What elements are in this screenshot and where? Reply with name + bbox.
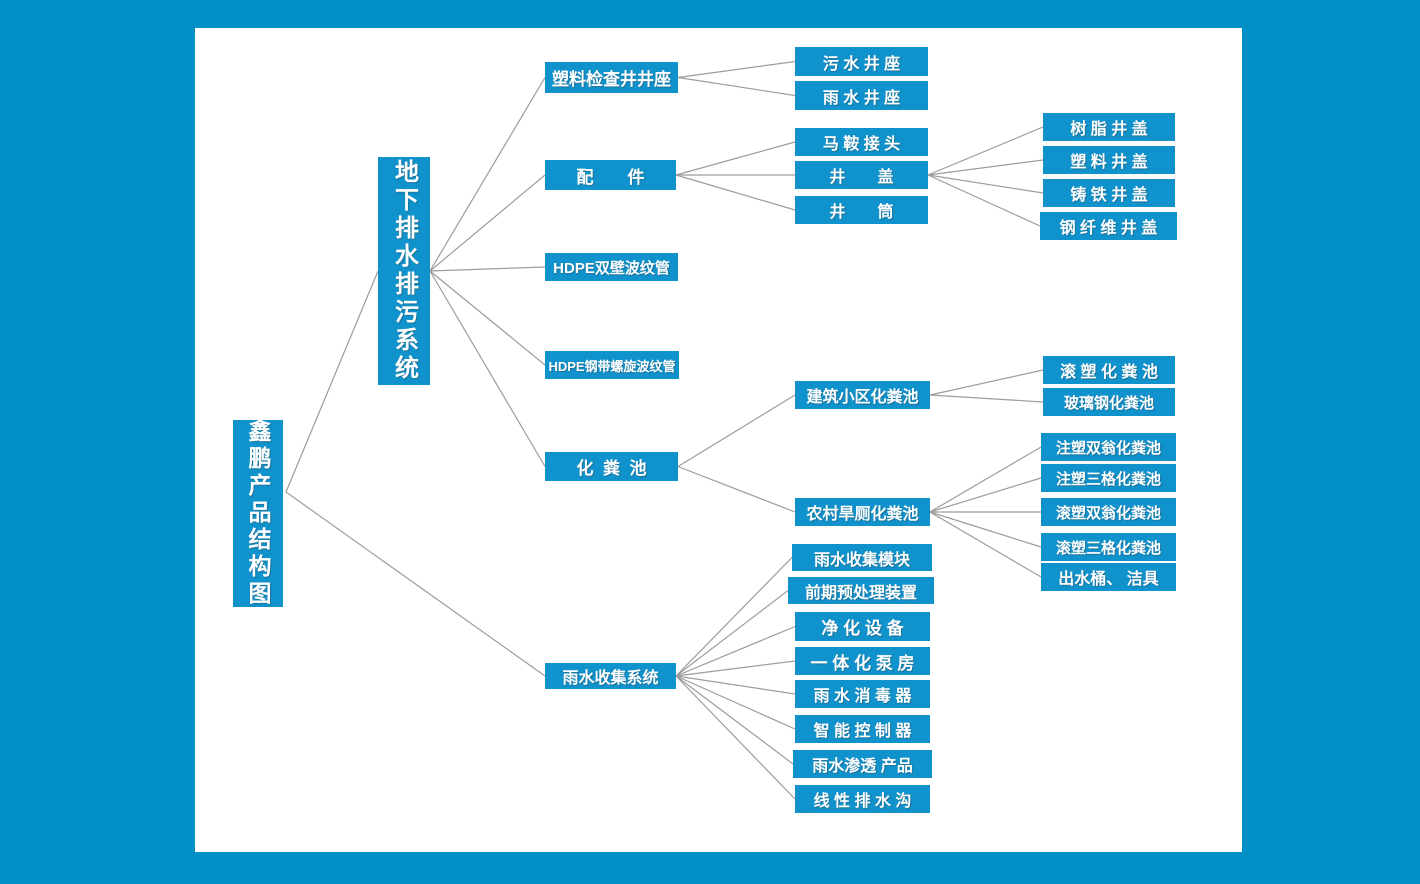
node-r2: 前期预处理装置 (788, 577, 934, 604)
node-r8: 线 性 排 水 沟 (795, 785, 930, 813)
node-r6: 智 能 控 制 器 (795, 715, 930, 743)
node-hd2: HDPE钢带螺旋波纹管 (545, 351, 679, 379)
node-root: 鑫鹏产品结构图 (233, 419, 283, 608)
node-jt: 井 筒 (795, 196, 928, 224)
node-r1: 雨水收集模块 (792, 544, 932, 571)
node-sl: 塑 料 井 盖 (1043, 146, 1175, 174)
node-r7: 雨水渗透 产品 (793, 750, 932, 778)
node-r5: 雨 水 消 毒 器 (795, 680, 930, 708)
node-hd1: HDPE双壁波纹管 (545, 253, 678, 281)
node-pj: 配 件 (545, 160, 676, 190)
node-ma: 马 鞍 接 头 (795, 128, 928, 156)
node-blg: 玻璃钢化粪池 (1043, 388, 1175, 416)
node-zt: 铸 铁 井 盖 (1043, 179, 1175, 207)
node-sys1: 地下排水排污系统 (378, 157, 430, 385)
node-gs2: 滚塑双翁化粪池 (1041, 498, 1176, 526)
node-ys: 雨 水 井 座 (795, 81, 928, 110)
node-r4: 一 体 化 泵 房 (795, 647, 930, 675)
node-sz: 树 脂 井 盖 (1043, 113, 1175, 141)
node-hf: 化 粪 池 (545, 452, 678, 481)
node-jz: 塑料检查井井座 (545, 62, 678, 93)
node-gs3: 滚塑三格化粪池 (1041, 533, 1176, 561)
node-zs3: 注塑三格化粪池 (1041, 464, 1176, 492)
node-ws: 污 水 井 座 (795, 47, 928, 76)
node-gxw: 钢 纤 维 井 盖 (1040, 212, 1177, 240)
node-nchc: 农村旱厕化粪池 (795, 498, 930, 526)
node-sys2: 雨水收集系统 (545, 663, 676, 689)
node-jzxq: 建筑小区化粪池 (795, 381, 930, 409)
node-jg: 井 盖 (795, 161, 928, 189)
node-cst: 出水桶、 洁具 (1041, 563, 1176, 591)
node-zs2: 注塑双翁化粪池 (1041, 433, 1176, 461)
node-r3: 净 化 设 备 (795, 612, 930, 641)
node-gs: 滚 塑 化 粪 池 (1043, 356, 1175, 384)
